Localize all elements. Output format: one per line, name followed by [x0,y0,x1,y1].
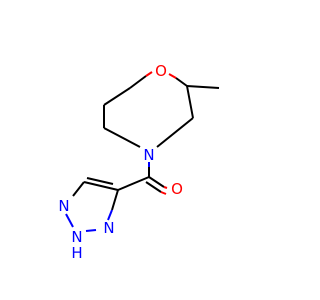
bond-triazole-n3-n2 [85,229,97,232]
atom-label-triazole-n1: N [58,197,69,215]
atom-label-ring-nitrogen: N [143,146,154,164]
bond-triazole-c4-c5 [83,181,119,191]
atom-label-carbonyl-oxygen: O [171,180,183,198]
bond-ring-o-left-c [129,75,147,89]
bond-carbonyl-double-1 [148,176,165,188]
atom-label-triazole-n3: N [103,219,114,237]
bond-carbonyl-double-2 [145,181,162,193]
molecule-canvas: O N O N N N H [58,62,220,262]
bond-ring-c-bottom-left [103,127,141,148]
bond-carbonyl-double-1-o [163,186,168,189]
molecule-structure: O N O N N N H [58,62,220,262]
bond-methyl [186,85,220,89]
bond-triazole-c4-n3 [111,189,119,211]
bond-carbonyl-triazole [117,176,150,191]
bond-triazole-c4-c5-inner [86,177,114,185]
bond-carbonyl-double-2-o [160,191,167,195]
bond-triazole-n3-double-inner [107,209,113,221]
bond-ring-o-right-o [168,73,177,79]
bond-ring-c-n-right [156,117,194,148]
atom-label-ring-oxygen: O [155,62,167,80]
bond-ring-o-left-o [145,71,153,77]
bond-ring-o-right-c [175,77,188,87]
atom-label-triazole-h: H [71,244,82,262]
bond-triazole-n1-n2 [65,213,74,228]
atom-label-triazole-n2h: N [71,228,82,246]
bond-triazole-c5-n1 [72,181,85,197]
bond-ring-c-right [186,85,194,119]
bond-ring-c-top-left [103,87,131,106]
